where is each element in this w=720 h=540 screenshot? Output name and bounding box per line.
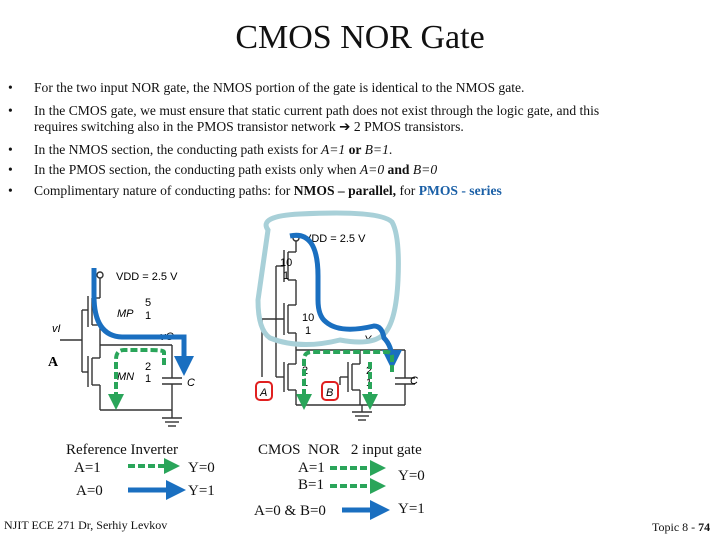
- bullet-text: In the PMOS section, the conducting path…: [34, 162, 360, 177]
- inverter-vdd-label: VDD = 2.5 V: [116, 271, 178, 283]
- legend-left-row1-in: A=1: [74, 460, 101, 476]
- nor-c-label: C: [410, 375, 418, 387]
- legend-left-row2-in: A=0: [76, 483, 103, 499]
- inverter-wl-p-top: 5: [145, 297, 151, 309]
- inverter-a-label: A: [48, 355, 59, 370]
- footer-author: NJIT ECE 271 Dr, Serhiy Levkov: [4, 518, 168, 532]
- nor-vdd-label: VDD = 2.5 V: [304, 233, 366, 245]
- bullet-math: A=1: [320, 141, 346, 157]
- bullet-bold: and: [384, 162, 413, 177]
- bullet-item: • In the PMOS section, the conducting pa…: [8, 162, 708, 179]
- legend-right-heading: CMOS NOR 2 input gate: [258, 442, 422, 458]
- bullet-text: for: [396, 182, 419, 198]
- input-a-highlight: [255, 381, 273, 401]
- nor-b-label: B: [326, 387, 333, 399]
- nor-p2-top: 10: [302, 312, 314, 324]
- inverter-green-path: [108, 348, 166, 410]
- inverter-wl-n-top: 2: [145, 361, 151, 373]
- bullet-dot: •: [8, 80, 13, 95]
- footer-page-number: 74: [698, 520, 711, 534]
- bullet-math: A=0: [359, 162, 385, 177]
- bullet-list: • For the two input NOR gate, the NMOS p…: [8, 80, 708, 205]
- bullet-text: For the two input NOR gate, the NMOS por…: [34, 80, 525, 95]
- legend-right-row2-in: B=1: [298, 477, 324, 493]
- bullet-dot: •: [8, 162, 13, 177]
- bullet-text: requires switching also in the PMOS tran…: [34, 119, 340, 134]
- bullet-math: B=0: [412, 162, 438, 177]
- bullet-bold: NMOS – parallel,: [293, 182, 397, 198]
- nor-green-path-a: [296, 350, 394, 410]
- footer-topic: Topic 8 -: [652, 520, 699, 534]
- inverter-mn-label: MN: [117, 371, 134, 383]
- bullet-text: Complimentary nature of conducting paths…: [34, 182, 294, 198]
- nor-nb-top: 2: [366, 365, 372, 377]
- nor-a-label: A: [259, 387, 267, 399]
- footer-page: Topic 8 - 74: [652, 520, 710, 535]
- inverter-vi-label: vI: [52, 323, 61, 335]
- legend-right-row12-out: Y=0: [398, 468, 425, 484]
- bullet-item: • Complimentary nature of conducting pat…: [8, 183, 708, 200]
- nor-p1-top: 10: [280, 257, 292, 269]
- slide-title: CMOS NOR Gate: [235, 19, 485, 56]
- pmos-series-outline: [255, 210, 401, 348]
- bullet-dot: •: [8, 102, 13, 118]
- bullet-text: In the CMOS gate, we must ensure that st…: [34, 102, 600, 118]
- nor-p2-bot: 1: [305, 325, 311, 337]
- bullet-math: B=1: [364, 141, 389, 157]
- inverter-blue-path: [91, 268, 194, 376]
- bullet-bold-blue: PMOS - series: [418, 182, 502, 198]
- arrow-icon: ➔: [339, 119, 351, 134]
- legend-right-row3-in: A=0 & B=0: [254, 503, 326, 519]
- legend-left-row1-out: Y=0: [188, 460, 215, 476]
- nor-blue-path: [289, 232, 402, 370]
- bullet-dot: •: [8, 141, 13, 157]
- inverter-wl-n-bot: 1: [145, 373, 151, 385]
- bullet-text: 2 PMOS transistors.: [350, 119, 464, 134]
- inverter-mp-label: MP: [117, 308, 134, 320]
- input-b-highlight: [321, 381, 339, 401]
- legend-left-heading: Reference Inverter: [66, 442, 179, 458]
- legend-left-row2-out: Y=1: [188, 483, 215, 499]
- bullet-item: • In the CMOS gate, we must ensure that …: [8, 103, 708, 136]
- bullet-dot: •: [8, 182, 13, 198]
- inverter-c-label: C: [187, 377, 195, 389]
- inverter-wl-p-bot: 1: [145, 310, 151, 322]
- bullet-item: • In the NMOS section, the conducting pa…: [8, 142, 708, 159]
- bullet-bold: or: [345, 141, 365, 157]
- legend-right-row3-out: Y=1: [398, 501, 425, 517]
- nor-p1-bot: 1: [283, 270, 289, 282]
- bullet-text: In the NMOS section, the conducting path…: [34, 141, 321, 157]
- bullet-text: .: [388, 141, 393, 157]
- legend-right-row1-in: A=1: [298, 460, 325, 476]
- bullet-item: • For the two input NOR gate, the NMOS p…: [8, 80, 708, 97]
